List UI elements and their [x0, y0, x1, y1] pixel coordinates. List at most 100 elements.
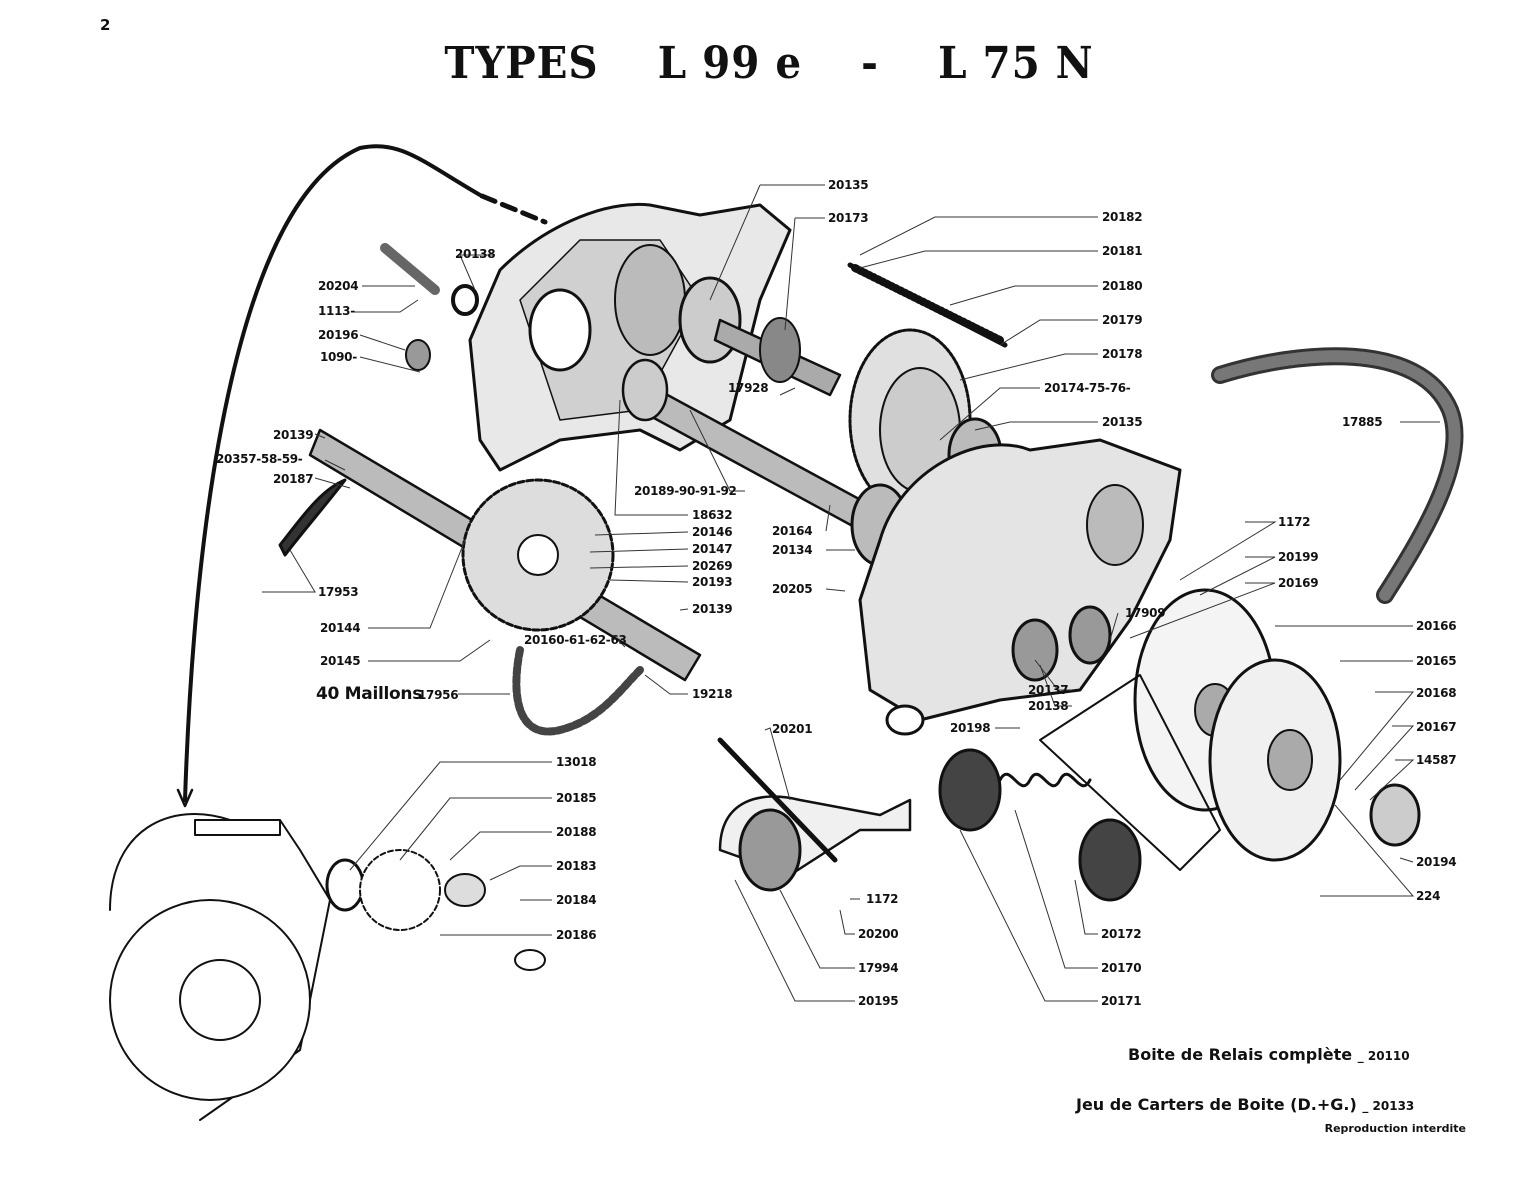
label-20193: 20193 — [692, 575, 733, 589]
label-20166: 20166 — [1416, 619, 1457, 633]
reproduction-notice: Reproduction interdite — [1324, 1122, 1466, 1135]
footer-jeu-carters: Jeu de Carters de Boite (D.+G.) _ 20133 — [1076, 1095, 1414, 1114]
bearing-20135-upper — [678, 276, 742, 364]
footer-boite-relais: Boite de Relais complète _ 20110 — [1128, 1045, 1410, 1064]
label-13018: 13018 — [556, 755, 597, 769]
arrow-head — [176, 788, 194, 808]
title-l99e: L 99 e — [657, 38, 803, 89]
label-20194: 20194 — [1416, 855, 1457, 869]
label-20186: 20186 — [556, 928, 597, 942]
belt-17885 — [1211, 347, 1464, 604]
label-224: 224 — [1416, 889, 1441, 903]
label-20201: 20201 — [772, 722, 813, 736]
label-20187: 20187 — [273, 472, 314, 486]
label-20168: 20168 — [1416, 686, 1457, 700]
chain-17956 — [512, 646, 644, 736]
page-title: TYPES L 99 e - L 75 N — [62, 38, 1477, 89]
label-20181: 20181 — [1102, 244, 1143, 258]
label-20173: 20173 — [828, 211, 869, 225]
label-20135-upper: 20135 — [828, 178, 869, 192]
label-20174-75-76: 20174-75-76- — [1044, 381, 1131, 395]
spring-20170 — [998, 772, 1092, 788]
label-1113: 1113- — [318, 304, 355, 318]
small-sprocket-20185 — [359, 849, 441, 931]
footer-jeu-carters-text: Jeu de Carters de Boite (D.+G.) — [1076, 1095, 1357, 1114]
label-17885: 17885 — [1342, 415, 1383, 429]
label-20160-61-62-63: 20160-61-62-63 — [524, 633, 627, 647]
label-20145: 20145 — [320, 654, 361, 668]
title-types: TYPES — [444, 38, 599, 89]
footer-boite-relais-text: Boite de Relais complète — [1128, 1045, 1353, 1064]
label-20180: 20180 — [1102, 279, 1143, 293]
label-17953: 17953 — [318, 585, 359, 599]
label-20169: 20169 — [1278, 576, 1319, 590]
label-40-maillons: 40 Maillons — [316, 684, 423, 704]
label-20269: 20269 — [692, 559, 733, 573]
label-20185: 20185 — [556, 791, 597, 805]
label-19218: 19218 — [692, 687, 733, 701]
label-20171: 20171 — [1101, 994, 1142, 1008]
label-20170: 20170 — [1101, 961, 1142, 975]
spring-20180 — [851, 264, 1004, 344]
label-20146: 20146 — [692, 525, 733, 539]
label-20199: 20199 — [1278, 550, 1319, 564]
label-20172: 20172 — [1101, 927, 1142, 941]
bearing-18632 — [621, 358, 669, 422]
page-number: 2 — [100, 16, 111, 34]
label-20165: 20165 — [1416, 654, 1457, 668]
label-18632: 18632 — [692, 508, 733, 522]
label-20195: 20195 — [858, 994, 899, 1008]
label-20147: 20147 — [692, 542, 733, 556]
footer-jeu-carters-ref: _ 20133 — [1362, 1099, 1415, 1113]
label-20137: 20137 — [1028, 683, 1069, 697]
label-20184: 20184 — [556, 893, 597, 907]
label-20196: 20196 — [318, 328, 359, 342]
sprocket-20173 — [759, 317, 801, 383]
label-17909: 17909 — [1125, 606, 1166, 620]
left-casing — [468, 202, 792, 472]
part-20196 — [405, 339, 431, 371]
label-20164: 20164 — [772, 524, 813, 538]
spindle-20204 — [380, 243, 440, 295]
roller-20171 — [938, 748, 1002, 832]
label-20198: 20198 — [950, 721, 991, 735]
label-1172-upper: 1172 — [1278, 515, 1311, 529]
label-20188: 20188 — [556, 825, 597, 839]
label-17928: 17928 — [728, 381, 769, 395]
label-20144: 20144 — [320, 621, 361, 635]
ring-20138 — [451, 284, 479, 316]
label-20135-lower: 20135 — [1102, 415, 1143, 429]
cable-arrow — [183, 144, 482, 802]
detail-view — [109, 813, 546, 1121]
label-20189-90-91-92: 20189-90-91-92 — [634, 484, 737, 498]
label-14587: 14587 — [1416, 753, 1457, 767]
cable-dash — [479, 193, 548, 225]
label-20179: 20179 — [1102, 313, 1143, 327]
label-20183: 20183 — [556, 859, 597, 873]
outline-guide — [1039, 674, 1221, 871]
clip-17953 — [278, 478, 347, 557]
cap-20194 — [1369, 783, 1421, 847]
label-1090: 1090- — [320, 350, 357, 364]
label-1172-lower: 1172 — [866, 892, 899, 906]
label-20134: 20134 — [772, 543, 813, 557]
label-20138-upper: 20138 — [455, 247, 496, 261]
roller-17994 — [738, 808, 802, 892]
label-20204: 20204 — [318, 279, 359, 293]
title-l75n: L 75 N — [938, 38, 1094, 89]
footer-boite-relais-ref: _ 20110 — [1357, 1049, 1410, 1063]
rod-20201 — [717, 737, 838, 863]
label-20200: 20200 — [858, 927, 899, 941]
label-20205: 20205 — [772, 582, 813, 596]
label-20178: 20178 — [1102, 347, 1143, 361]
label-20139-upper: 20139 — [273, 428, 314, 442]
label-20139-lower: 20139 — [692, 602, 733, 616]
label-17956: 17956 — [418, 688, 459, 702]
label-20182: 20182 — [1102, 210, 1143, 224]
title-dash: - — [861, 38, 879, 89]
label-20138-lower: 20138 — [1028, 699, 1069, 713]
label-20357-58-59: 20357-58-59- — [216, 452, 303, 466]
label-20167: 20167 — [1416, 720, 1457, 734]
right-casing — [858, 438, 1182, 736]
